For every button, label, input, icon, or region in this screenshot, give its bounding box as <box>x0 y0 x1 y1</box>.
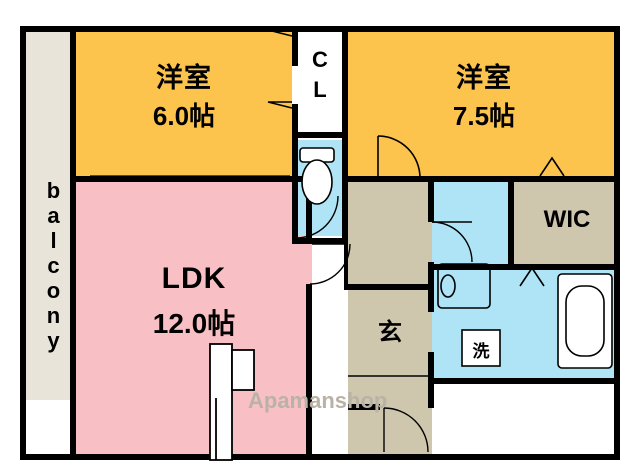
room-sanitary <box>432 268 620 382</box>
wall-outer-right <box>614 26 620 460</box>
wall-outer-top <box>20 26 620 32</box>
watermark: Apamanshop <box>248 388 388 413</box>
label-washitsu-right-area: 7.5帖 <box>452 101 516 131</box>
area-genkan <box>348 288 432 408</box>
label-closet-line1: C <box>312 47 328 72</box>
label-closet-line2: L <box>313 77 327 102</box>
wall-hall-right-upper <box>428 182 434 222</box>
label-ldk-name: LDK <box>161 262 227 295</box>
room-washitsu-left <box>76 32 292 180</box>
wall-bath-bottom <box>432 264 514 270</box>
area-entry-approach <box>432 382 620 460</box>
label-washitsu-left-name: 洋室 <box>156 63 212 93</box>
wall-hall-left <box>344 244 348 290</box>
wall-sanitary-bottom <box>434 378 620 384</box>
label-washitsu-left-area: 6.0帖 <box>152 101 216 131</box>
label-balcony: balcony <box>41 178 66 353</box>
room-ldk <box>76 180 312 460</box>
wall-outer-bottom <box>20 454 620 460</box>
label-washitsu-right-name: 洋室 <box>456 63 512 93</box>
wall-left-bedroom-bottom <box>76 176 312 182</box>
label-wic: WIC <box>543 206 591 233</box>
wall-hall-right-lower <box>428 352 434 408</box>
wall-genkan-bottom <box>348 404 380 410</box>
wall-ldk-right-lower <box>306 284 312 460</box>
wall-balcony-inner <box>70 26 76 460</box>
wall-ldk-right-upper <box>306 182 312 244</box>
wall-closet-bottom <box>292 132 348 138</box>
wall-right-bedroom-bottom <box>348 176 620 182</box>
room-wic <box>512 180 620 268</box>
room-balcony <box>20 32 76 460</box>
wall-closet-left <box>292 26 298 66</box>
room-closet <box>292 32 348 136</box>
label-ldk-area: 12.0帖 <box>152 308 236 339</box>
area-balcony-step <box>20 400 76 460</box>
label-washroom: 洗 <box>472 342 490 361</box>
wall-bath-wic <box>508 182 514 268</box>
wall-wic-bottom <box>514 264 620 270</box>
wall-closet-left-2 <box>292 104 298 244</box>
wall-outer-left <box>20 26 26 460</box>
wall-closet-right <box>342 26 348 136</box>
wall-toilet-bottom <box>292 238 348 244</box>
label-genkan: 玄 <box>378 319 402 346</box>
room-bath <box>432 180 512 268</box>
wall-genkan-top <box>348 284 432 290</box>
room-toilet <box>292 140 348 236</box>
wall-toilet-right <box>342 136 348 244</box>
